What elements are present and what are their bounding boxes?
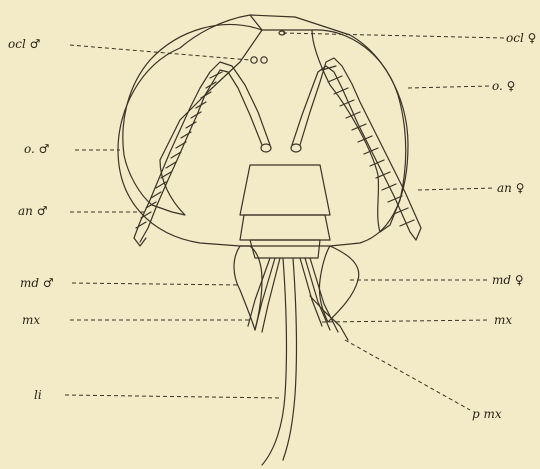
- mandible-right: [319, 246, 358, 322]
- leader-an-female: [418, 188, 495, 190]
- label-o-female: o. ♀: [492, 79, 515, 93]
- label-pmx: p mx: [472, 407, 502, 421]
- ocellus-left: [251, 57, 257, 63]
- antenna-right: [291, 58, 421, 240]
- ocellus-right: [261, 57, 267, 63]
- leader-ocl-male: [70, 45, 250, 60]
- labrum: [240, 215, 330, 240]
- label-an-female: an ♀: [497, 181, 524, 195]
- vertex-edge: [250, 15, 312, 30]
- label-o-male: o. ♂: [24, 142, 49, 156]
- label-mx-left: mx: [22, 313, 40, 327]
- clypeus: [240, 165, 330, 215]
- label-md-female: md ♀: [492, 273, 524, 287]
- leader-o-female: [408, 86, 490, 88]
- label-an-male: an ♂: [18, 204, 47, 218]
- label-ocl-female: ocl ♀: [506, 31, 536, 45]
- left-compound-eye: [123, 25, 262, 215]
- label-mx-right: mx: [494, 313, 512, 327]
- label-ocl-male: ocl ♂: [8, 37, 40, 51]
- leader-ocl-female: [283, 33, 505, 38]
- leader-md-male: [72, 283, 240, 285]
- label-md-male: md ♂: [20, 276, 54, 290]
- leader-mx-right: [322, 320, 490, 322]
- label-li: li: [34, 388, 42, 402]
- maxilla-left: [248, 258, 280, 332]
- right-compound-eye: [312, 30, 406, 232]
- maxilla-right: [300, 258, 338, 332]
- antenna-left: [134, 62, 271, 246]
- leader-li: [65, 395, 282, 398]
- leader-pmx: [345, 340, 470, 410]
- maxillary-palp-right: [310, 296, 348, 340]
